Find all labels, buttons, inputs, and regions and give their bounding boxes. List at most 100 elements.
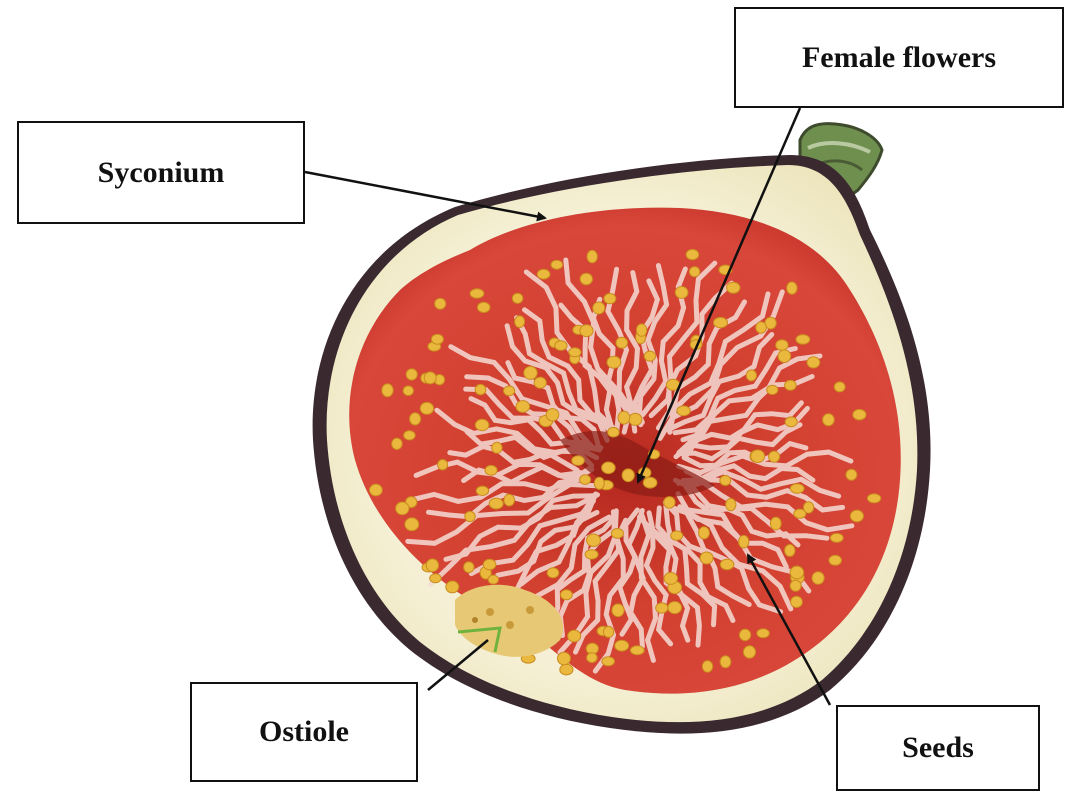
seed — [604, 294, 616, 304]
seed — [611, 529, 623, 539]
seed — [689, 267, 699, 277]
seed — [551, 260, 563, 269]
seed — [776, 340, 788, 351]
seed — [431, 334, 443, 344]
seed — [475, 384, 486, 394]
seed — [790, 566, 804, 579]
seed — [823, 414, 835, 426]
seed — [668, 602, 682, 614]
seed — [396, 502, 409, 515]
seed — [602, 462, 616, 474]
seed — [546, 409, 559, 421]
seed — [587, 534, 601, 546]
seed — [602, 657, 615, 666]
seed — [714, 317, 728, 327]
seed — [720, 656, 731, 668]
seed — [767, 385, 778, 394]
seed — [438, 460, 448, 470]
seed — [561, 590, 573, 600]
seed — [470, 289, 484, 298]
seed — [615, 640, 629, 651]
seed — [560, 664, 573, 675]
seed — [430, 574, 441, 583]
seed — [406, 369, 417, 380]
seed — [664, 497, 675, 509]
label-syconium: Syconium — [17, 121, 305, 224]
seed — [420, 402, 433, 414]
seed — [476, 486, 488, 495]
seed — [404, 431, 416, 440]
seed — [612, 604, 624, 617]
seed — [785, 545, 795, 557]
seed — [410, 413, 421, 425]
seed — [812, 572, 824, 585]
seed — [489, 498, 503, 509]
seed — [370, 484, 383, 496]
seed — [756, 322, 767, 333]
seed — [464, 562, 474, 573]
seed — [426, 559, 438, 572]
seed — [829, 555, 842, 565]
seed — [483, 559, 496, 570]
seed — [778, 350, 791, 363]
seed — [475, 419, 489, 430]
seed — [629, 413, 642, 425]
seed — [757, 629, 770, 638]
seed — [804, 502, 814, 513]
seed — [580, 475, 591, 485]
seed — [446, 581, 459, 593]
seed — [465, 511, 475, 521]
seed — [739, 535, 749, 548]
seed — [751, 450, 765, 463]
seed — [587, 653, 598, 663]
seed — [515, 316, 525, 328]
seed — [608, 427, 620, 437]
label-ostiole: Ostiole — [190, 682, 418, 782]
seed — [555, 341, 567, 351]
seed — [664, 573, 678, 585]
seed — [700, 552, 713, 564]
seed — [607, 356, 621, 368]
seed — [580, 273, 592, 285]
seed — [382, 384, 393, 397]
seed — [492, 442, 502, 453]
seed — [743, 646, 755, 658]
seed — [403, 386, 413, 396]
seed — [524, 366, 537, 379]
seed — [867, 494, 880, 503]
seed — [477, 302, 490, 312]
seed — [424, 372, 436, 384]
label-female-flowers: Female flowers — [734, 7, 1064, 108]
seed — [699, 527, 710, 539]
seed — [846, 469, 857, 480]
seed — [686, 249, 699, 259]
seed — [512, 293, 523, 303]
seed — [677, 406, 690, 416]
seed — [834, 382, 845, 392]
seed — [569, 348, 581, 357]
seed — [435, 298, 446, 309]
seed — [622, 469, 634, 482]
seed — [675, 287, 688, 299]
seed — [594, 477, 604, 489]
seed — [585, 550, 598, 559]
seed — [726, 499, 736, 511]
label-seeds: Seeds — [836, 705, 1040, 791]
seed — [618, 411, 630, 424]
seed — [643, 477, 657, 488]
seed — [547, 568, 559, 578]
seed — [516, 401, 530, 413]
seed — [671, 531, 683, 540]
seed — [587, 250, 597, 263]
seed — [644, 351, 655, 361]
seed — [787, 282, 797, 294]
seed — [485, 465, 497, 475]
seed — [770, 517, 781, 530]
seed — [850, 510, 863, 522]
seed — [580, 325, 593, 337]
seed — [853, 409, 866, 420]
seed — [785, 380, 797, 390]
seed — [790, 580, 801, 591]
seed — [558, 652, 571, 665]
